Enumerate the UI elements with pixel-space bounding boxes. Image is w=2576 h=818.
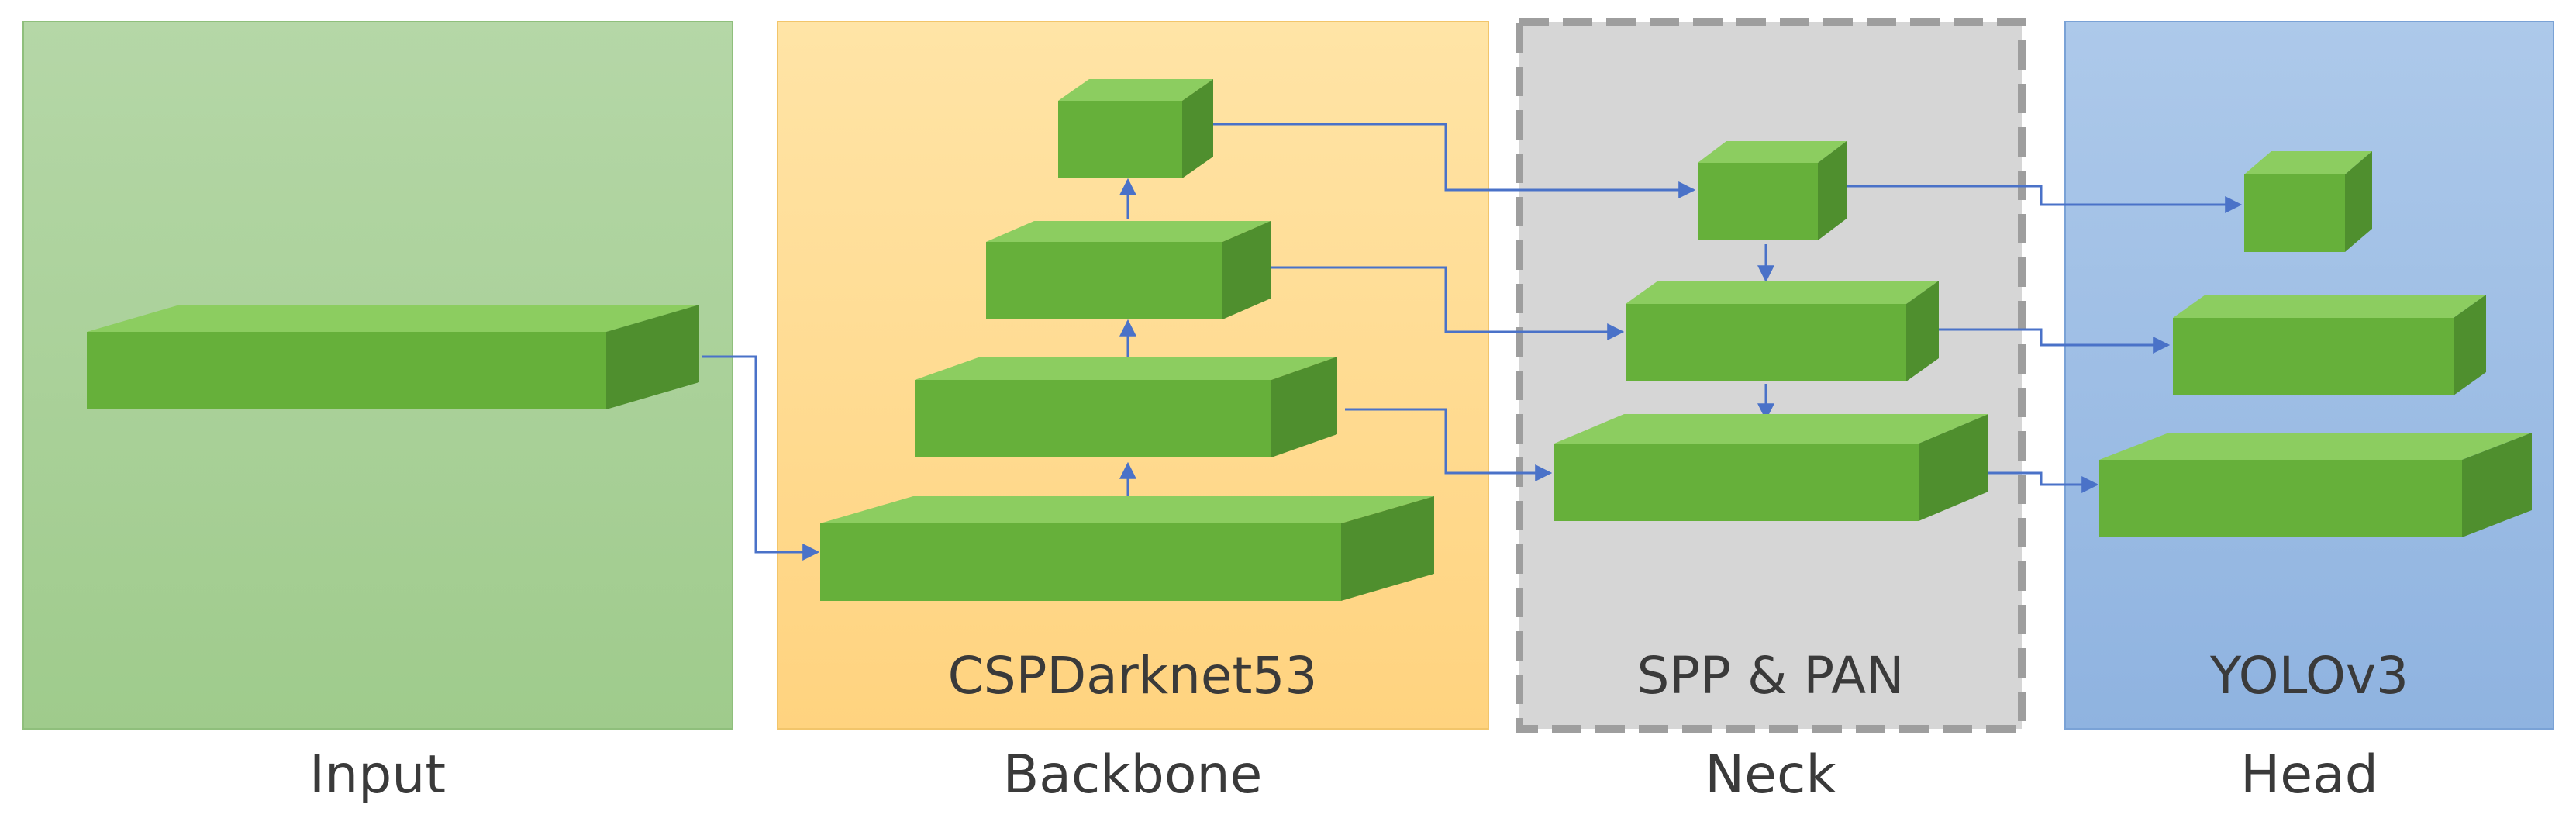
head-section-label: Head	[2240, 744, 2378, 806]
input-section-label: Input	[309, 744, 446, 806]
backbone-block-1-top-face	[820, 496, 1434, 523]
head-block-2	[2173, 295, 2486, 395]
backbone-block-3	[986, 221, 1271, 319]
head-inner-label: YOLOv3	[2209, 646, 2409, 706]
arrow-input-to-backbone	[702, 355, 820, 561]
input-block-side-face	[606, 305, 699, 409]
connectors	[702, 123, 2243, 561]
arrow-neck-mid-to-head	[1907, 328, 2171, 354]
arrow-backbone-low-to-neck	[1345, 408, 1553, 481]
arrow-neck-top-to-head	[1837, 185, 2243, 213]
neck-block-2-front-face	[1626, 304, 1906, 381]
neck-block-3	[1554, 414, 1988, 521]
backbone-block-3-side-face	[1222, 221, 1271, 319]
head-block-3-side-face	[2462, 433, 2532, 537]
neck-block-2	[1626, 281, 1939, 381]
head-block-1	[2244, 151, 2372, 252]
head-block-2-front-face	[2173, 318, 2454, 395]
backbone-block-3-front-face	[986, 242, 1222, 319]
head-block-1-side-face	[2345, 151, 2372, 252]
head-block-1-front-face	[2244, 174, 2345, 252]
backbone-block-2-side-face	[1271, 357, 1337, 457]
backbone-block-2	[915, 357, 1337, 457]
neck-block-3-side-face	[1919, 414, 1988, 521]
backbone-block-4	[1058, 79, 1213, 178]
arrow-backbone-mid-to-neck	[1271, 266, 1625, 340]
neck-block-3-front-face	[1554, 444, 1919, 521]
backbone-block-2-front-face	[915, 380, 1271, 457]
neck-section-label: Neck	[1705, 744, 1836, 806]
neck-block-1-side-face	[1818, 141, 1847, 240]
backbone-block-3-top-face	[986, 221, 1271, 242]
neck-block-2-top-face	[1626, 281, 1939, 304]
neck-block-1-front-face	[1698, 163, 1818, 240]
neck-inner-label: SPP & PAN	[1636, 646, 1904, 706]
neck-block-2-side-face	[1906, 281, 1939, 381]
backbone-block-1-front-face	[820, 523, 1341, 601]
head-block-3	[2099, 433, 2532, 537]
backbone-block-4-front-face	[1058, 101, 1182, 178]
backbone-block-1-side-face	[1341, 496, 1434, 601]
head-block-2-side-face	[2454, 295, 2486, 395]
input-block-front-face	[87, 332, 606, 409]
arrow-backbone-top-to-neck	[1202, 123, 1696, 198]
backbone-block-4-top-face	[1058, 79, 1213, 101]
head-block-1-top-face	[2244, 151, 2372, 174]
backbone-block-1	[820, 496, 1434, 601]
head-block-3-top-face	[2099, 433, 2532, 460]
backbone-block-2-top-face	[915, 357, 1337, 380]
arrow-neck-low-to-head	[1981, 471, 2099, 493]
head-block-3-front-face	[2099, 460, 2462, 537]
feature-blocks	[87, 79, 2532, 601]
input-block	[87, 305, 699, 409]
neck-block-1-top-face	[1698, 141, 1847, 163]
neck-block-3-top-face	[1554, 414, 1988, 444]
neck-block-1	[1698, 141, 1847, 240]
backbone-inner-label: CSPDarknet53	[948, 646, 1318, 706]
backbone-section-label: Backbone	[1003, 744, 1263, 806]
backbone-block-4-side-face	[1182, 79, 1213, 178]
head-block-2-top-face	[2173, 295, 2486, 318]
input-block-top-face	[87, 305, 699, 332]
